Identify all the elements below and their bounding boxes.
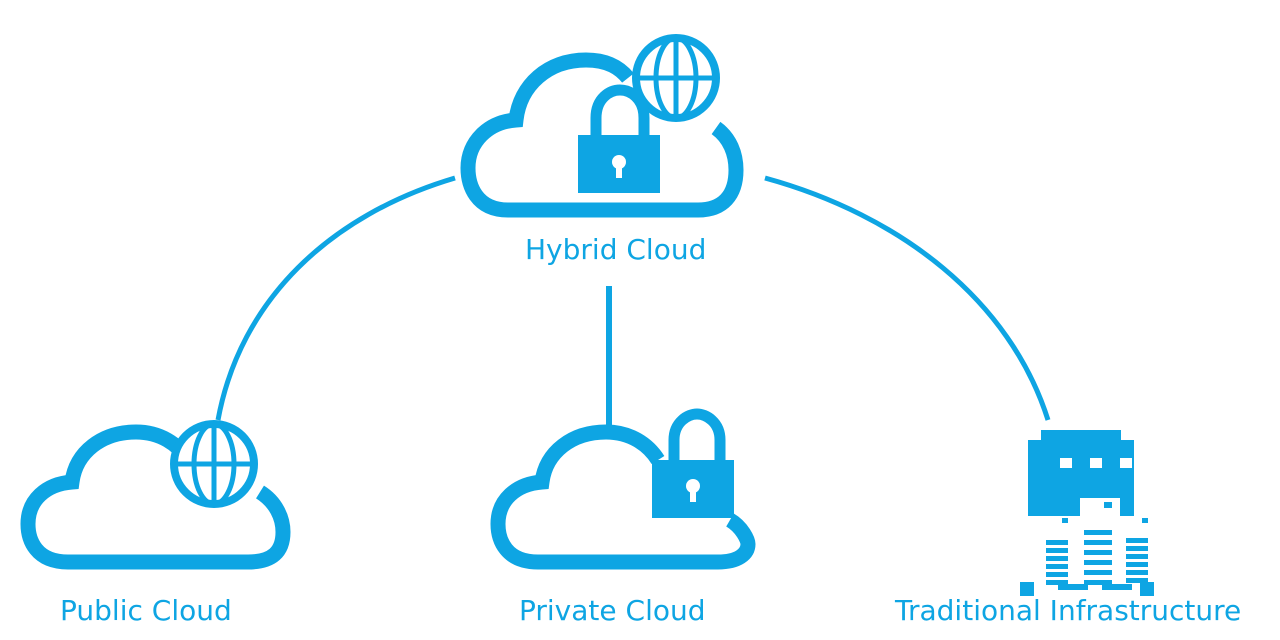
padlock-icon — [578, 84, 660, 193]
hybrid-cloud-icon — [460, 34, 744, 218]
globe-icon — [632, 34, 720, 122]
edge-hybrid-traditional — [764, 175, 1051, 421]
globe-icon — [170, 420, 258, 508]
building-server-icon — [1020, 430, 1154, 596]
edge-hybrid-public — [215, 175, 456, 421]
hybrid-cloud-label: Hybrid Cloud — [525, 233, 707, 266]
padlock-icon — [652, 408, 734, 518]
public-cloud-icon — [20, 420, 291, 570]
public-cloud-label: Public Cloud — [60, 594, 232, 627]
traditional-infrastructure-label: Traditional Infrastructure — [895, 594, 1242, 627]
private-cloud-label: Private Cloud — [519, 594, 706, 627]
private-cloud-icon — [490, 408, 756, 570]
